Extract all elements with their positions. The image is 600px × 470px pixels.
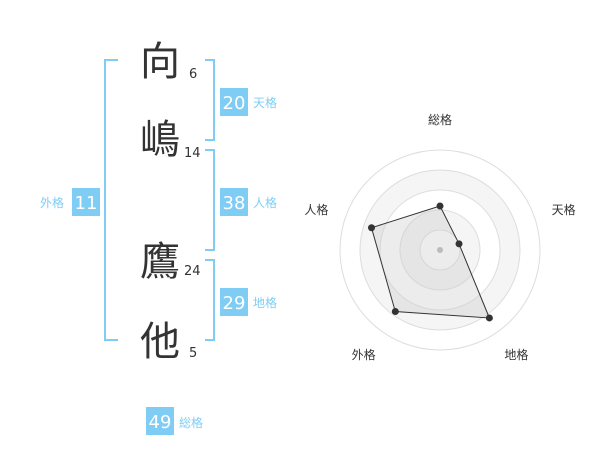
radar-series-area bbox=[370, 205, 491, 319]
radar-point-3 bbox=[485, 314, 493, 322]
tenkaku-value-box bbox=[220, 88, 248, 116]
name-char-1-strokes: 6 bbox=[189, 67, 197, 82]
name-char-3-strokes: 24 bbox=[184, 264, 201, 279]
radar-center-dot bbox=[437, 247, 443, 253]
name-char-4-strokes: 5 bbox=[189, 346, 197, 361]
tenkaku-bracket bbox=[205, 59, 215, 141]
chikaku-badge: 29 地格 bbox=[220, 288, 277, 316]
radar-axis-label-4: 外格 bbox=[352, 347, 376, 362]
jinkaku-label: 人格 bbox=[253, 195, 277, 210]
radar-point-4 bbox=[391, 307, 399, 315]
soukaku-value: 49 bbox=[149, 412, 172, 433]
radar-axis-label-5: 人格 bbox=[304, 202, 328, 217]
jinkaku-value: 38 bbox=[223, 193, 246, 214]
radar-point-1 bbox=[436, 202, 444, 210]
tenkaku-badge: 20 天格 bbox=[220, 88, 277, 116]
soukaku-label: 総格 bbox=[179, 415, 203, 430]
gaikaku-value: 11 bbox=[75, 193, 98, 214]
radar-axis-label-2: 天格 bbox=[552, 202, 576, 217]
radar-axis-label-3: 地格 bbox=[504, 347, 528, 362]
name-char-4: 他 bbox=[140, 319, 180, 365]
chikaku-label: 地格 bbox=[253, 295, 277, 310]
name-char-2: 嶋 bbox=[140, 117, 180, 163]
gaikaku-label: 外格 bbox=[40, 195, 64, 210]
chikaku-value-box bbox=[220, 288, 248, 316]
radar-axis-label-1: 総格 bbox=[428, 112, 452, 127]
jinkaku-bracket bbox=[205, 149, 215, 251]
name-char-2-strokes: 14 bbox=[184, 146, 201, 161]
jinkaku-badge: 38 人格 bbox=[220, 188, 277, 216]
radar-point-2 bbox=[455, 240, 463, 248]
gaikaku-bracket bbox=[104, 59, 118, 341]
jinkaku-value-box bbox=[220, 188, 248, 216]
name-characters: 向 6 嶋 14 鷹 24 他 5 bbox=[140, 39, 201, 365]
brackets bbox=[104, 59, 215, 341]
gaikaku-badge: 外格 11 bbox=[40, 188, 100, 216]
chikaku-value: 29 bbox=[223, 293, 246, 314]
soukaku-value-box bbox=[146, 407, 174, 435]
chikaku-bracket bbox=[205, 259, 215, 341]
tenkaku-label: 天格 bbox=[253, 95, 277, 110]
radar-point-5 bbox=[368, 224, 376, 232]
tenkaku-value: 20 bbox=[223, 93, 246, 114]
soukaku-badge: 49 総格 bbox=[146, 407, 203, 435]
name-char-1: 向 bbox=[140, 39, 180, 85]
name-char-3: 鷹 bbox=[140, 239, 180, 285]
gaikaku-value-box bbox=[72, 188, 100, 216]
